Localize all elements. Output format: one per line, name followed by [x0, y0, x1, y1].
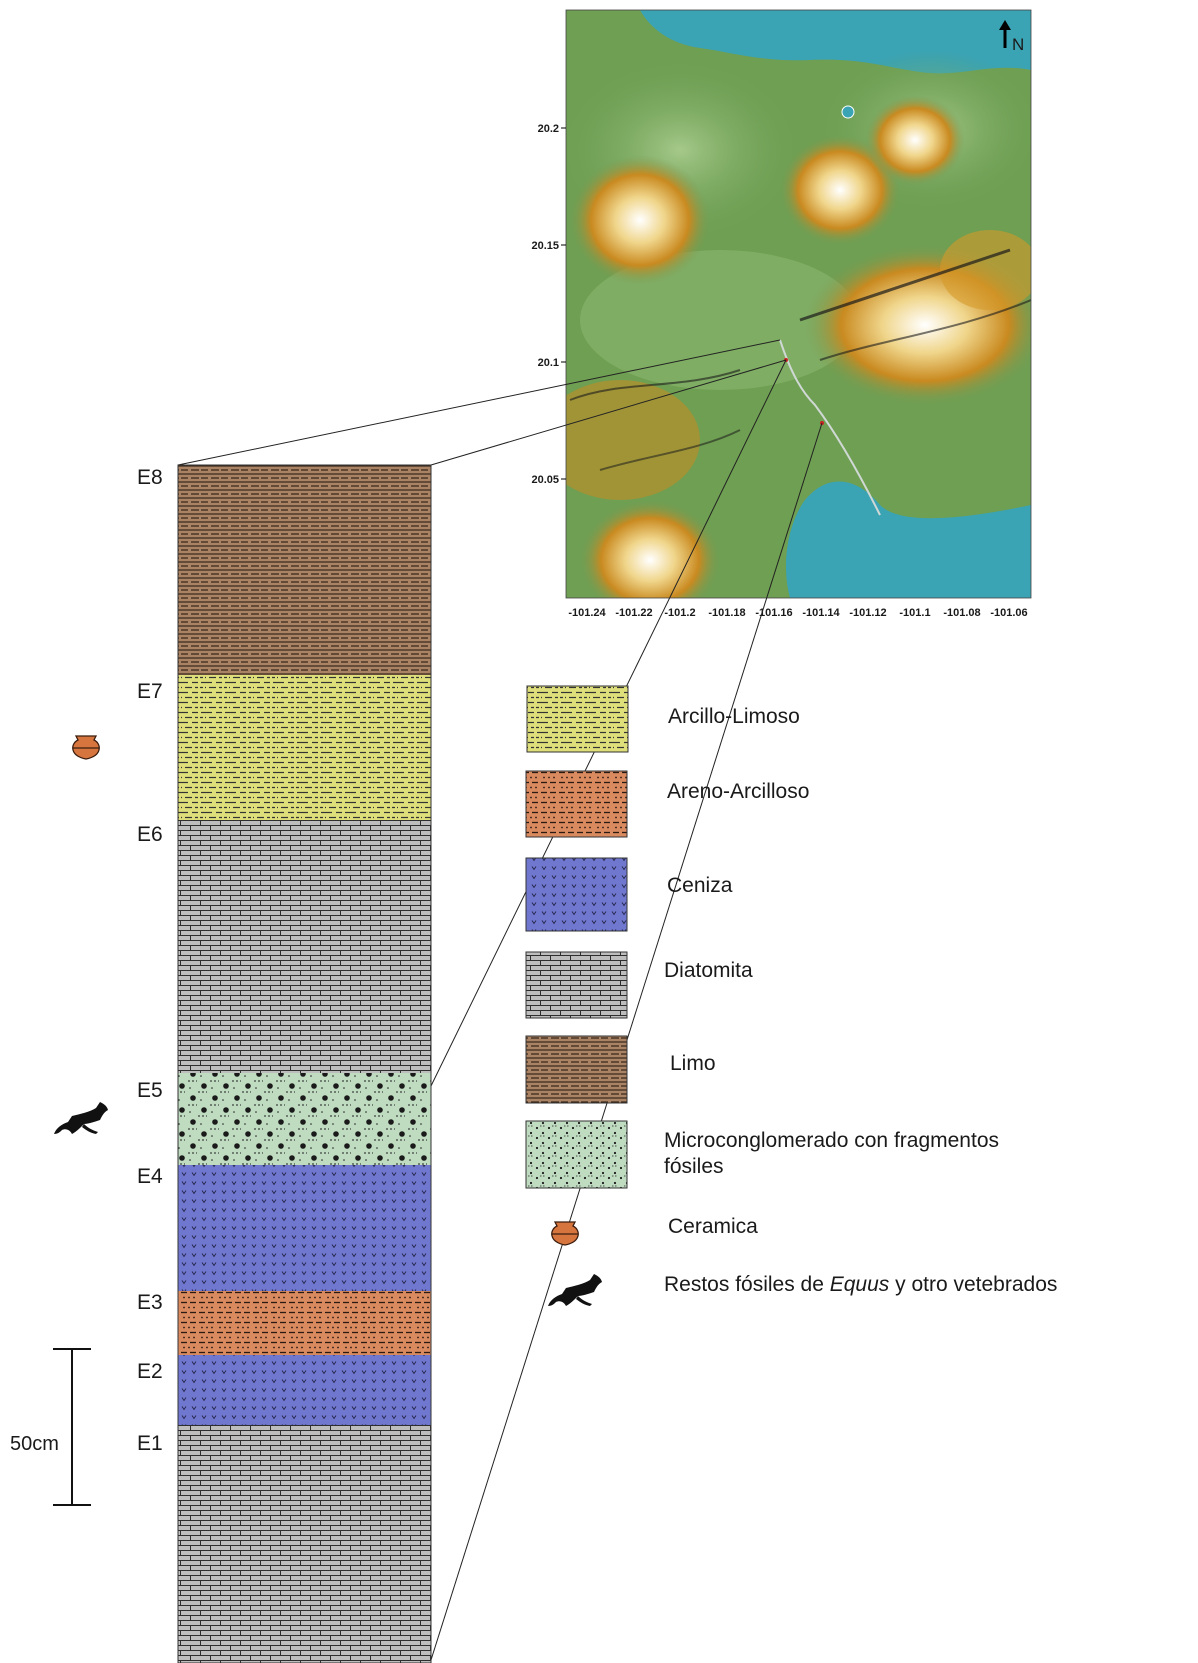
volcano-central	[780, 135, 900, 245]
stratum-label: E5	[137, 1079, 163, 1102]
legend-label: Limo	[670, 1052, 716, 1075]
stratum-label: E3	[137, 1291, 163, 1314]
north-label: N	[1012, 35, 1024, 54]
relief-map: N 20.2 20.15 20.1 20.05 -101.24 -101.22 …	[531, 9, 1032, 619]
stratum-e8	[178, 465, 431, 675]
lon-tick: -101.24	[568, 607, 606, 619]
volcano-southwest	[580, 500, 720, 598]
stratum-e6	[178, 820, 431, 1073]
legend-label: Areno-Arcilloso	[667, 780, 809, 803]
legend-label-fossils: Restos fósiles de Equus y otro vetebrado…	[664, 1273, 1057, 1296]
stratum-label: E7	[137, 680, 163, 703]
legend-label: Arcillo-Limoso	[668, 705, 800, 728]
stratum-e4	[178, 1165, 431, 1291]
stratum-label: E2	[137, 1360, 163, 1383]
horse-fossil-icon	[548, 1274, 602, 1306]
legend-label: Ceniza	[667, 874, 733, 897]
volcano-northeast	[865, 95, 965, 185]
lon-tick: -101.22	[615, 607, 652, 619]
lon-tick: -101.2	[664, 607, 695, 619]
volcano-west	[570, 155, 710, 285]
legend-label: Microconglomerado con fragmentos	[664, 1129, 999, 1152]
lon-tick: -101.1	[899, 607, 930, 619]
stratum-e7	[178, 675, 431, 820]
scale-bar	[53, 1348, 91, 1506]
lat-tick: 20.1	[538, 357, 559, 369]
lake-south	[785, 481, 1031, 598]
legend-swatch-diatomita	[525, 951, 628, 1019]
legend-swatch-ceniza	[525, 857, 628, 932]
legend-swatch-microconglomerado	[525, 1120, 628, 1189]
stratum-e5	[178, 1073, 431, 1165]
lon-tick: -101.16	[755, 607, 792, 619]
legend-label-ceramica: Ceramica	[668, 1215, 758, 1238]
lat-tick: 20.05	[531, 474, 559, 486]
lon-tick: -101.18	[708, 607, 745, 619]
stratum-e2	[178, 1355, 431, 1425]
stratum-label: E6	[137, 823, 163, 846]
scale-label: 50cm	[10, 1433, 59, 1455]
stratum-e1	[178, 1425, 431, 1663]
stratum-label: E8	[137, 466, 163, 489]
lat-tick: 20.2	[538, 123, 559, 135]
legend: Arcillo-Limoso Areno-Arcilloso Ceniza Di…	[525, 685, 1057, 1306]
legend-swatch-arcillo-limoso	[526, 685, 629, 753]
stratum-label: E4	[137, 1165, 163, 1188]
legend-label: fósiles	[664, 1155, 724, 1178]
lon-tick: -101.06	[990, 607, 1027, 619]
ceramic-pot-icon	[72, 735, 100, 760]
ceramic-pot-icon	[551, 1221, 579, 1246]
lon-tick: -101.14	[802, 607, 840, 619]
stratigraphic-column: E8 E7 E6 E5 E4 E3 E2 E1 50cm	[10, 464, 432, 1663]
legend-label: Diatomita	[664, 959, 753, 982]
horse-fossil-icon	[54, 1102, 108, 1134]
legend-swatch-limo	[525, 1035, 628, 1104]
stratum-label: E1	[137, 1432, 163, 1455]
legend-swatch-areno-arcilloso	[525, 770, 628, 838]
stratum-e3	[178, 1291, 431, 1355]
lat-tick: 20.15	[531, 240, 559, 252]
lon-tick: -101.08	[943, 607, 980, 619]
lon-tick: -101.12	[849, 607, 886, 619]
